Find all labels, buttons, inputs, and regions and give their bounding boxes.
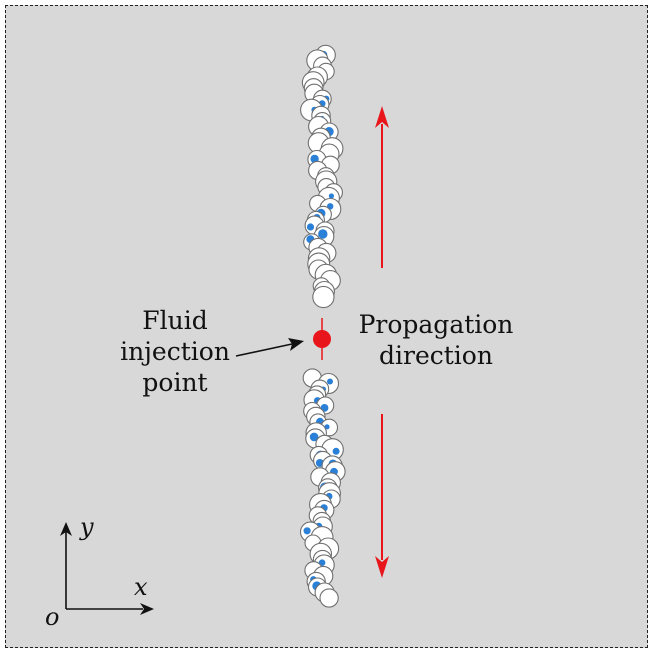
- propagation-label: Propagation direction: [358, 309, 514, 371]
- lower-particle-chain: [299, 368, 346, 608]
- origin-label: o: [45, 603, 60, 631]
- injection-label: Fluid injection point: [120, 305, 230, 398]
- x-axis-label: x: [134, 573, 148, 601]
- particle: [319, 588, 339, 608]
- upper-particle-chain: [300, 44, 344, 309]
- y-axis-label: y: [80, 513, 94, 541]
- propagation-label-line2: direction: [379, 341, 493, 370]
- propagation-label-line1: Propagation: [358, 310, 514, 339]
- particle-accent: [332, 447, 340, 455]
- axis-indicator: [60, 522, 154, 615]
- particle-accent: [303, 527, 311, 535]
- particle-accent: [318, 229, 328, 239]
- injection-label-line3: point: [142, 368, 208, 397]
- injection-label-line2: injection: [120, 337, 230, 366]
- particle-accent: [309, 432, 319, 442]
- injection-pointer-arrow: [235, 338, 304, 357]
- particle-accent: [328, 193, 334, 199]
- particle-accent: [306, 223, 315, 231]
- injection-label-line1: Fluid: [142, 306, 208, 335]
- injection-point-marker: [313, 330, 331, 348]
- propagation-arrow-down: [375, 414, 389, 578]
- particle: [312, 285, 335, 309]
- particle-accent: [327, 378, 333, 385]
- propagation-arrow-up: [375, 106, 389, 268]
